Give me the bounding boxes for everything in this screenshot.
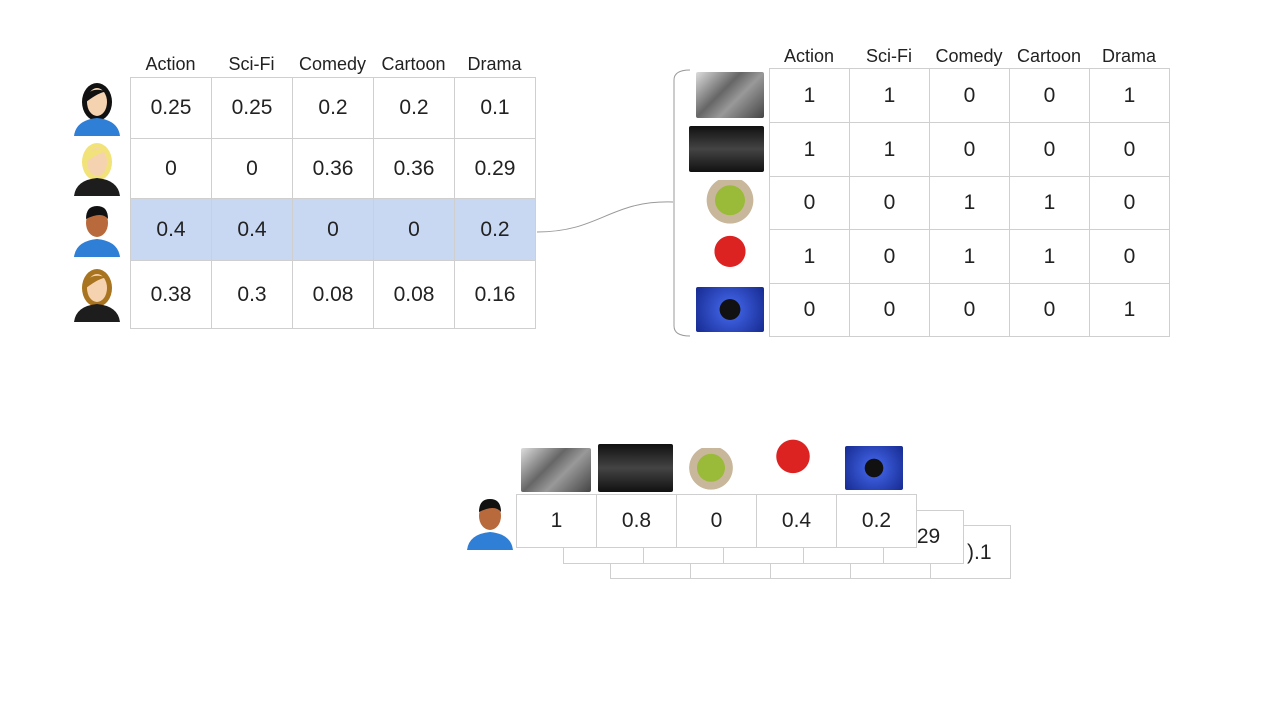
user-woman-brown-hair-icon [72, 266, 122, 322]
genre-header: Action [145, 54, 196, 74]
matrix-cell: 1 [1009, 176, 1090, 230]
result-user-avatar [465, 494, 515, 550]
dark-knight-rises-poster [598, 444, 673, 492]
matrix-cell: 0 [1089, 176, 1170, 230]
matrix-cell: 0.1 [454, 77, 536, 139]
matrix-cell: 1 [1009, 229, 1090, 284]
genre-header: Sci-Fi [866, 46, 912, 66]
matrix-cell: 0.08 [373, 260, 455, 329]
matrix-cell: 1 [769, 68, 850, 123]
matrix-cell: 0 [1009, 122, 1090, 177]
matrix-cell: 0.4 [211, 198, 293, 261]
matrix-cell: 1 [849, 122, 930, 177]
genre-header: Action [783, 46, 835, 66]
result-partial-value: ).1 [967, 541, 992, 564]
matrix-cell: 0.16 [454, 260, 536, 329]
matrix-cell: 1 [849, 68, 930, 123]
genre-header: Cartoon [1016, 46, 1082, 66]
matrix-cell: 1 [929, 229, 1010, 284]
matrix-cell: 0 [929, 122, 1010, 177]
result-cell: 1 [516, 494, 597, 548]
matrix-cell: 0 [373, 198, 455, 261]
matrix-cell: 0 [211, 138, 293, 199]
matrix-cell: 0.2 [292, 77, 374, 139]
result-cell: 0.8 [596, 494, 677, 548]
matrix-cell: 0 [849, 283, 930, 337]
genre-header: Comedy [935, 46, 1003, 66]
genre-header: Drama [467, 54, 522, 74]
result-cell: 0.4 [756, 494, 837, 548]
matrix-cell: 0.36 [292, 138, 374, 199]
matrix-cell: 0 [929, 283, 1010, 337]
user-woman-blonde-icon [72, 140, 122, 196]
matrix-cell: 0.38 [130, 260, 212, 329]
matrix-cell: 1 [769, 229, 850, 284]
matrix-cell: 1 [769, 122, 850, 177]
matrix-cell: 0 [849, 176, 930, 230]
matrix-cell: 0 [130, 138, 212, 199]
matrix-cell: 0 [929, 68, 1010, 123]
drama-poster [845, 446, 903, 490]
matrix-cell: 0.2 [373, 77, 455, 139]
incredibles-poster [696, 233, 764, 279]
matrix-cell: 0 [1009, 68, 1090, 123]
matrix-cell: 0 [1009, 283, 1090, 337]
matrix-cell: 0.25 [211, 77, 293, 139]
star-wars-poster [696, 72, 764, 118]
result-partial-value: .29 [911, 525, 941, 548]
matrix-cell: 0.36 [373, 138, 455, 199]
matrix-cell: 0.2 [454, 198, 536, 261]
matrix-cell: 0 [849, 229, 930, 284]
genre-header: Drama [1101, 46, 1156, 66]
user-man-icon [72, 201, 122, 257]
genre-header: Cartoon [381, 54, 446, 74]
result-cell: 0.2 [836, 494, 917, 548]
matrix-cell: 0 [769, 176, 850, 230]
dark-knight-rises-poster [689, 126, 764, 172]
result-cell: 0 [676, 494, 757, 548]
matrix-cell: 0.29 [454, 138, 536, 199]
matrix-cell: 1 [1089, 283, 1170, 337]
matrix-cell: 0 [292, 198, 374, 261]
shrek-poster [680, 448, 742, 492]
matrix-cell: 0.3 [211, 260, 293, 329]
shrek-poster [696, 180, 764, 225]
matrix-cell: 1 [1089, 68, 1170, 123]
matrix-cell: 0 [1089, 122, 1170, 177]
star-wars-poster [521, 448, 591, 492]
matrix-cell: 0.4 [130, 198, 212, 261]
matrix-cell: 0.08 [292, 260, 374, 329]
matrix-cell: 0 [1089, 229, 1170, 284]
matrix-cell: 1 [929, 176, 1010, 230]
user-woman-dark-hair-icon [72, 80, 122, 136]
matrix-cell: 0 [769, 283, 850, 337]
genre-header: Sci-Fi [228, 54, 275, 74]
matrix-cell: 0.25 [130, 77, 212, 139]
genre-header: Comedy [298, 54, 367, 74]
drama-poster [696, 287, 764, 332]
incredibles-poster [760, 434, 826, 490]
